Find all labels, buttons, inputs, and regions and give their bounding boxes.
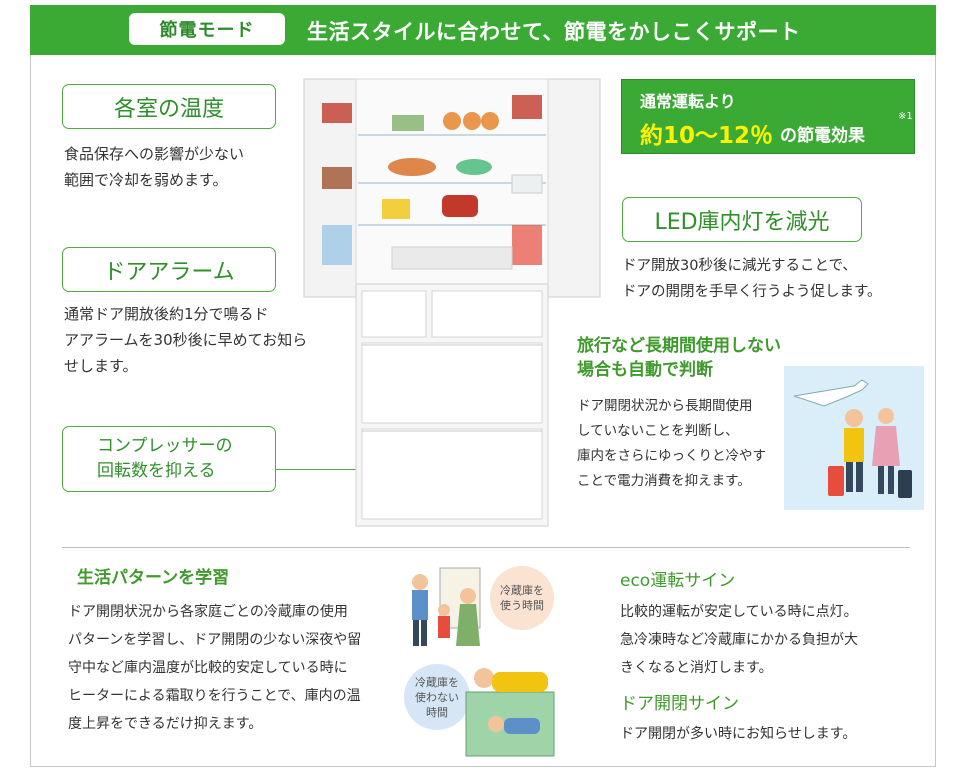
compressor-label-line: コンプレッサーの — [97, 436, 233, 457]
pattern-desc-line: パターンを学習し、ドア開閉の少ない深夜や留 — [68, 632, 362, 648]
led-label: LED庫内灯を減光 — [622, 197, 862, 242]
promo-line-3: の節電効果 — [780, 126, 865, 146]
eco-desc-line: きくなると消灯します。 — [620, 660, 773, 676]
travel-title-line: 場合も自動で判断 — [577, 360, 713, 380]
compressor-label-line: 回転数を抑える — [97, 461, 216, 481]
travel-desc-line: ことで電力消費を抑えます。 — [577, 473, 751, 489]
travel-desc-line: ドア開閉状況から長期間使用 — [577, 398, 753, 414]
no-use-time-line: 時間 — [426, 705, 448, 719]
door-alarm-desc-line: 通常ドア開放後約1分で鳴るド — [64, 305, 269, 323]
room-temp-desc-line: 範囲で冷却を弱めます。 — [64, 171, 228, 189]
room-temp-label: 各室の温度 — [62, 84, 276, 129]
refrigerator-illustration — [303, 78, 601, 527]
door-alarm-desc-line: せします。 — [64, 357, 138, 375]
travel-desc: ドア開閉状況から長期間使用 していないことを判断し、 庫内をさらにゆっくりと冷や… — [577, 394, 766, 494]
room-temp-desc: 食品保存への影響が少ない 範囲で冷却を弱めます。 — [64, 141, 244, 193]
eco-title: eco運転サイン — [620, 571, 736, 591]
door-sign-desc: ドア開閉が多い時にお知らせします。 — [620, 726, 857, 742]
travel-title-line: 旅行など長期間使用しない — [577, 336, 781, 356]
door-alarm-desc-line: アアラームを30秒後に早めてお知ら — [64, 331, 308, 349]
pattern-title: 生活パターンを学習 — [77, 568, 230, 588]
header-title: 生活スタイルに合わせて、節電をかしこくサポート — [307, 20, 801, 44]
mode-badge: 節電モード — [129, 13, 285, 45]
no-use-time-line: 使わない — [415, 690, 459, 704]
room-temp-desc-line: 食品保存への影響が少ない — [64, 145, 245, 163]
travel-desc-line: していないことを判断し、 — [577, 423, 739, 439]
promo-percent: 約10～12％ — [640, 123, 774, 149]
pattern-desc-line: 守中など庫内温度が比較的安定している時に — [68, 660, 348, 676]
sleeping-family-illustration — [465, 668, 555, 757]
led-desc-line: ドアの開閉を手早く行うよう促します。 — [622, 284, 882, 300]
travel-title: 旅行など長期間使用しない 場合も自動で判断 — [577, 334, 781, 382]
savings-promo: 通常運転より 約10～12％ の節電効果 ※1 — [622, 80, 914, 153]
pattern-desc-line: 度上昇をできるだけ抑えます。 — [68, 716, 263, 732]
no-use-time-bubble: 冷蔵庫を 使わない 時間 — [404, 664, 470, 730]
door-alarm-desc: 通常ドア開放後約1分で鳴るド アアラームを30秒後に早めてお知ら せします。 — [64, 301, 307, 379]
use-time-line: 使う時間 — [500, 599, 544, 612]
eco-desc: 比較的運転が安定している時に点灯。 急冷凍時など冷蔵庫にかかる負担が大 きくなる… — [620, 598, 858, 682]
travelers-illustration — [784, 366, 924, 510]
led-desc-line: ドア開放30秒後に減光することで、 — [622, 258, 857, 274]
eco-desc-line: 急冷凍時など冷蔵庫にかかる負担が大 — [620, 632, 858, 648]
travel-desc-line: 庫内をさらにゆっくりと冷やす — [577, 448, 766, 464]
led-desc: ドア開放30秒後に減光することで、 ドアの開閉を手早く行うよう促します。 — [622, 253, 882, 305]
pattern-desc-line: ヒーターによる霜取りを行うことで、庫内の温 — [68, 688, 361, 704]
use-time-bubble: 冷蔵庫を 使う時間 — [490, 566, 554, 630]
eco-desc-line: 比較的運転が安定している時に点灯。 — [620, 604, 858, 620]
pattern-desc: ドア開閉状況から各家庭ごとの冷蔵庫の使用 パターンを学習し、ドア開閉の少ない深夜… — [68, 598, 361, 738]
section-divider — [62, 547, 910, 548]
door-alarm-label: ドアアラーム — [62, 247, 276, 292]
promo-line-1: 通常運転より — [640, 92, 736, 111]
promo-footnote: ※1 — [898, 111, 913, 122]
no-use-time-line: 冷蔵庫を — [415, 675, 459, 689]
compressor-label: コンプレッサーの 回転数を抑える — [62, 426, 276, 492]
pattern-desc-line: ドア開閉状況から各家庭ごとの冷蔵庫の使用 — [68, 604, 348, 620]
door-sign-title: ドア開閉サイン — [620, 694, 739, 714]
use-time-line: 冷蔵庫を — [500, 584, 544, 597]
family-kitchen-illustration — [412, 567, 481, 646]
